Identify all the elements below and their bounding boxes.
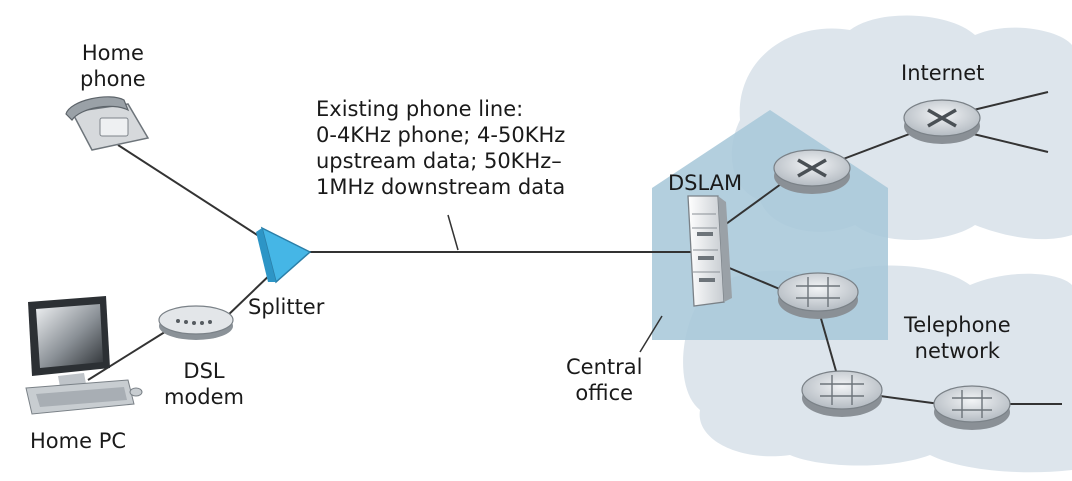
dsl-modem-icon xyxy=(158,305,234,340)
internet-label: Internet xyxy=(901,61,985,85)
dslam-label: DSLAM xyxy=(668,171,743,195)
dslam-icon xyxy=(687,195,732,307)
computer-icon xyxy=(25,296,143,415)
dslam-to-internet-router-line xyxy=(714,175,793,233)
pc-to-modem-line xyxy=(87,329,169,381)
home-pc-label: Home PC xyxy=(30,429,127,453)
dsl-modem-label: DSL modem xyxy=(164,359,245,409)
existing-phone-line-label: Existing phone line: 0-4KHz phone; 4-50K… xyxy=(316,97,566,199)
internet-uplink-1 xyxy=(964,91,1049,113)
modem-to-splitter-line xyxy=(224,269,276,319)
phone-to-splitter-line xyxy=(117,144,269,243)
router-icon xyxy=(801,370,883,417)
existing-line-leader xyxy=(447,214,459,251)
telephone-network-label: Telephone network xyxy=(904,313,1011,363)
router-icon xyxy=(777,272,859,319)
telephone-router-link-2 xyxy=(879,395,941,405)
splitter-label: Splitter xyxy=(248,295,325,319)
router-icon xyxy=(933,385,1011,430)
internet-uplink-2 xyxy=(964,131,1049,153)
router-icon xyxy=(773,149,851,194)
telephone-icon xyxy=(65,96,150,151)
central-office-label: Central office xyxy=(566,355,643,405)
telephone-router-link-1 xyxy=(817,307,839,379)
home-phone-label: Home phone xyxy=(80,41,146,91)
splitter-icon xyxy=(256,226,312,284)
central-office-leader xyxy=(639,315,663,353)
router-icon xyxy=(903,99,981,144)
